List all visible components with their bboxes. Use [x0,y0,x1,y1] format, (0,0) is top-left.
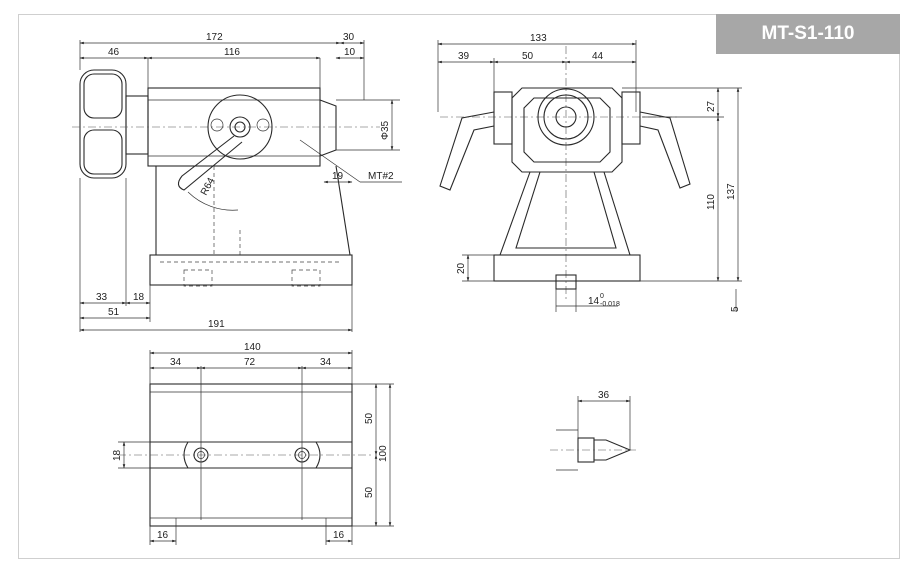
dim-36: 36 [598,390,610,401]
dim-116: 116 [224,47,240,58]
right-lever [639,111,691,189]
dim-172: 172 [206,32,223,43]
lock-lever-arm [177,135,243,191]
left-lever [439,111,495,191]
front-base [493,254,641,282]
left-boss [493,91,513,145]
dim-5: 5 [730,306,741,312]
dim-50: 50 [522,51,534,62]
front-view: 133 39 50 44 27 110 137 5 20 14 0 -0.018 [437,33,742,312]
dim-51: 51 [108,307,120,318]
dim-20: 20 [456,262,467,274]
dim-44: 44 [592,51,604,62]
dim-mt2: MT#2 [368,171,394,182]
center-detail: 36 [550,390,636,471]
side-view: R64 172 30 46 116 10 Φ35 MT#2 [72,32,402,332]
dim-133: 133 [530,33,547,44]
lock-lever-hub [207,94,273,160]
dim-50-top: 50 [364,412,375,424]
front-head [511,87,623,173]
dim-27: 27 [706,100,717,112]
dim-14-tol-upper: 0 [600,293,604,300]
dim-14-tol-lower: -0.018 [600,301,620,308]
dim-39: 39 [458,51,470,62]
dim-r64: R64 [199,176,218,198]
dim-34-left: 34 [170,357,182,368]
wheel-hub [125,95,149,155]
dim-50-bottom: 50 [364,486,375,498]
dim-100: 100 [378,445,389,462]
dim-16-left: 16 [157,530,169,541]
dim-18-slot: 18 [112,449,123,461]
center-point [593,439,632,461]
dim-46: 46 [108,47,120,58]
dim-110: 110 [706,194,717,210]
handwheel [79,69,127,179]
dim-18: 18 [133,292,145,303]
model-badge: MT-S1-110 [716,14,900,54]
dim-dia35: Φ35 [380,120,391,140]
dim-16-right: 16 [333,530,345,541]
dim-72: 72 [244,357,256,368]
dim-14: 14 [588,296,600,307]
dim-10: 10 [344,47,356,58]
dim-30: 30 [343,32,355,43]
dim-33: 33 [96,292,108,303]
dim-19: 19 [332,171,344,182]
dim-140: 140 [244,342,261,353]
side-base [149,254,353,286]
right-boss [621,91,641,145]
dim-191: 191 [208,319,225,330]
front-key [555,274,577,290]
top-view: 140 34 72 34 18 50 50 100 16 16 [112,342,394,545]
dim-137: 137 [726,183,737,200]
dim-34-right: 34 [320,357,332,368]
